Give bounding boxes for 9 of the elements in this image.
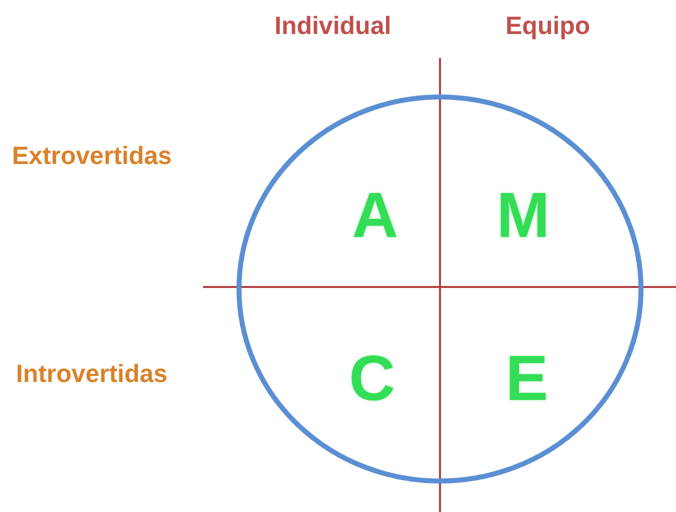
row-heading: Introvertidas bbox=[16, 360, 168, 389]
column-heading: Equipo bbox=[506, 12, 590, 41]
quadrant-letter: E bbox=[506, 346, 548, 410]
column-heading: Individual bbox=[274, 12, 392, 41]
quadrant-letter: C bbox=[349, 346, 396, 410]
row-heading: Extrovertidas bbox=[12, 142, 172, 171]
quadrant-letter: A bbox=[352, 183, 398, 247]
quadrant-letter: M bbox=[496, 183, 550, 247]
quadrant-circle bbox=[236, 94, 644, 484]
